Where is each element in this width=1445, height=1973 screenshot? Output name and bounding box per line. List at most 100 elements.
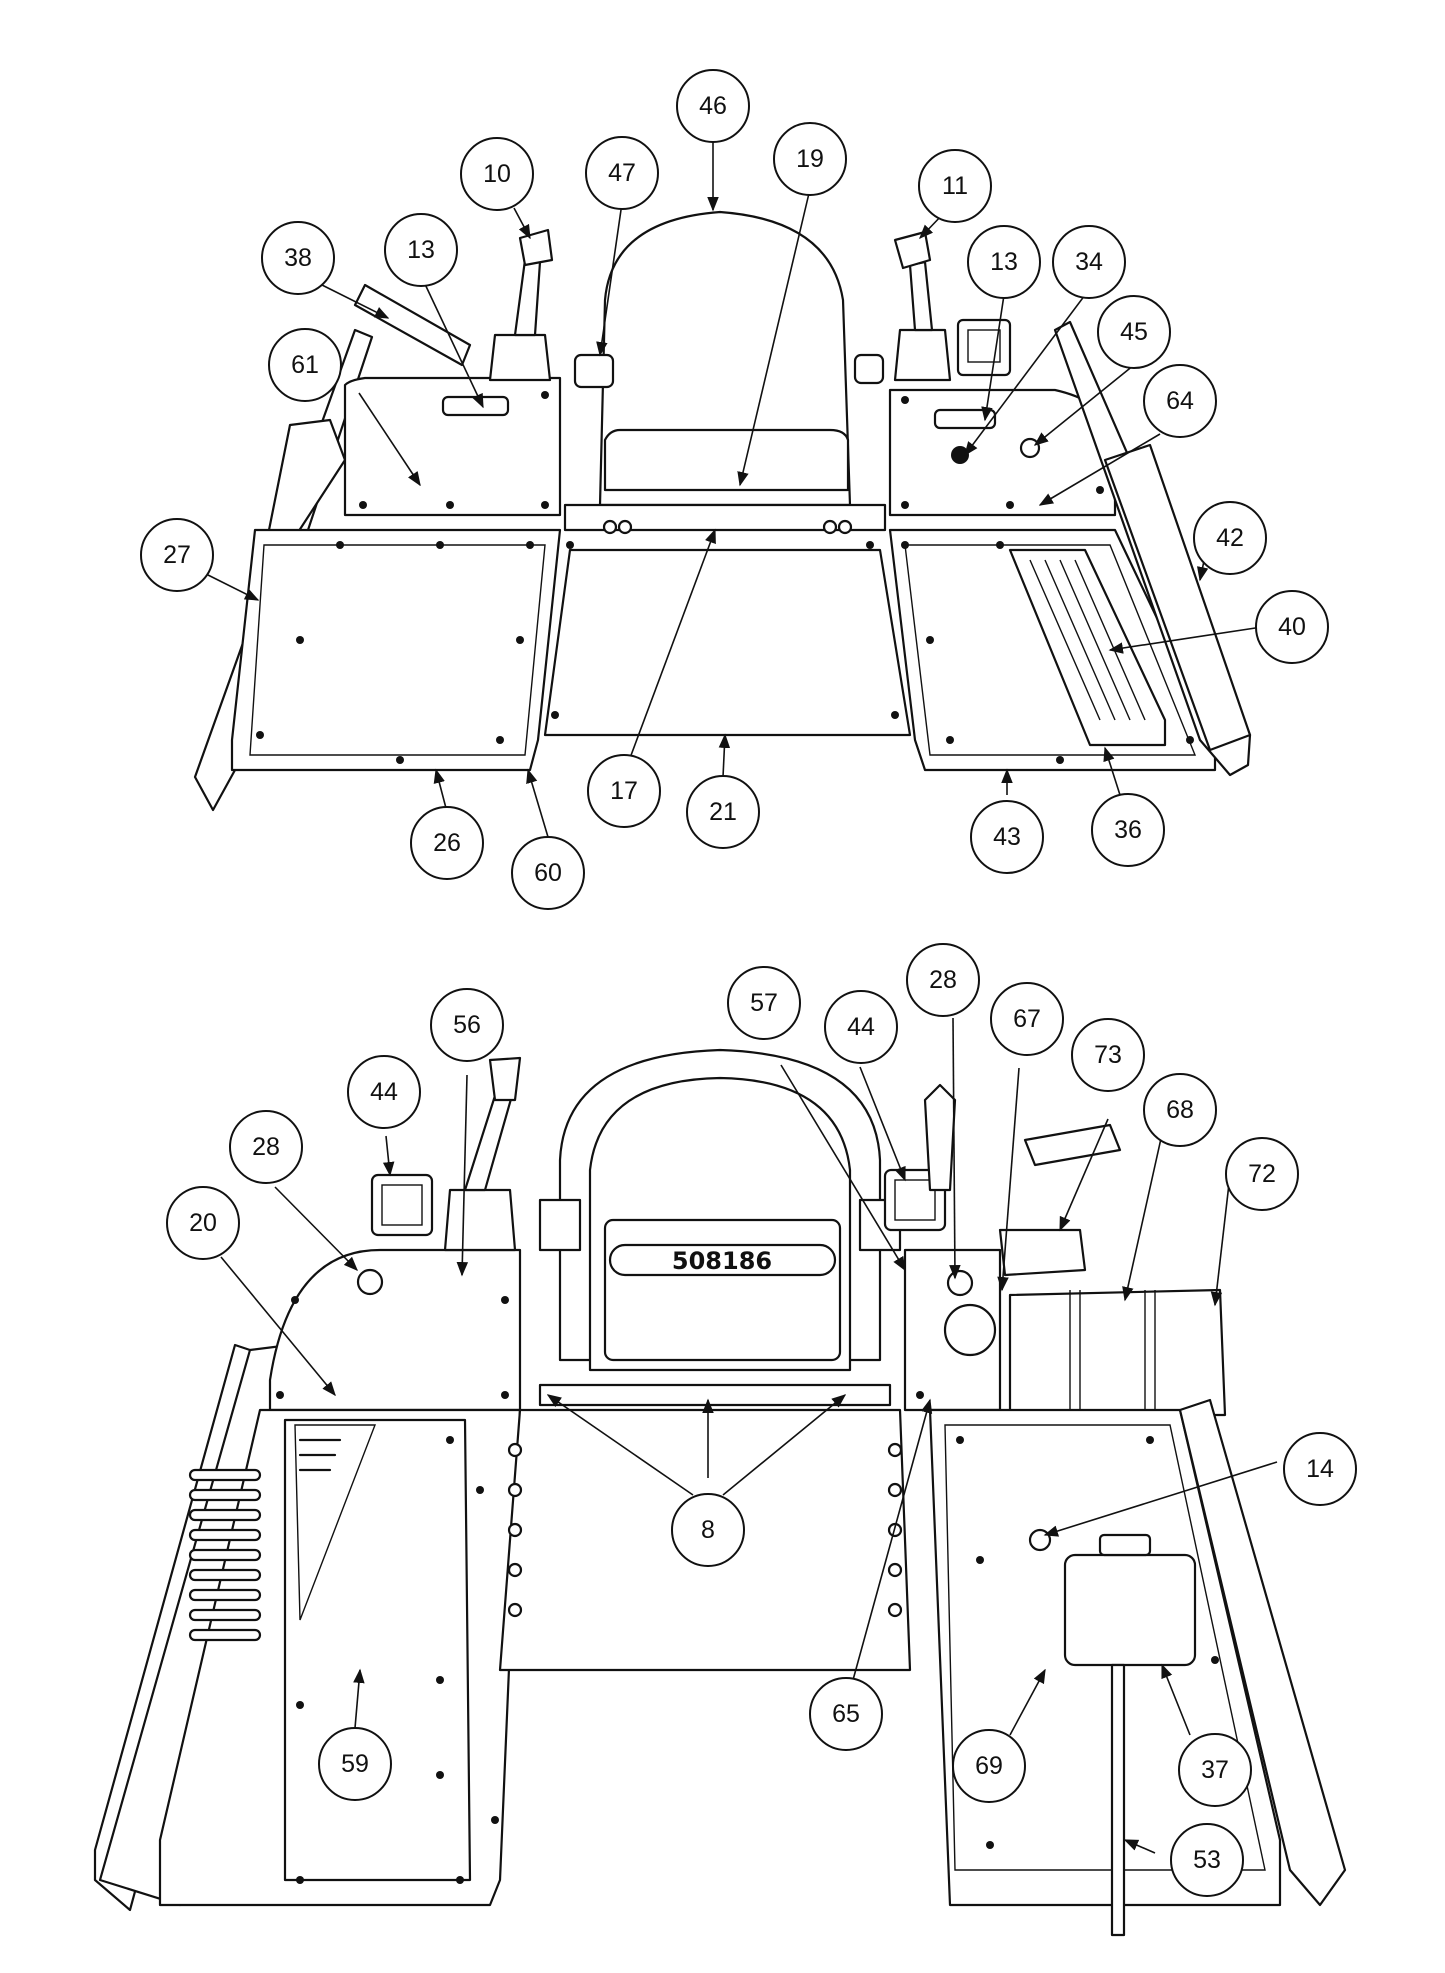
- callout-60: 60: [511, 836, 585, 910]
- right-switch: [1019, 437, 1041, 459]
- svg-text:26: 26: [433, 829, 461, 857]
- right-lever-b: [1023, 1123, 1122, 1167]
- callout-44-right: 44: [824, 990, 898, 1064]
- overflow-hose: [1110, 1663, 1126, 1937]
- svg-text:20: 20: [189, 1209, 217, 1237]
- left-display: [370, 1173, 434, 1237]
- svg-text:69: 69: [975, 1752, 1003, 1780]
- svg-text:68: 68: [1166, 1096, 1194, 1124]
- left-joystick-handle-b: [488, 1056, 522, 1102]
- callout-17: 17: [587, 754, 661, 828]
- right-control-panel: [888, 388, 1117, 517]
- callout-27: 27: [140, 518, 214, 592]
- left-joystick-stem: [513, 258, 542, 337]
- callout-44-left: 44: [347, 1055, 421, 1129]
- left-joystick-handle: [518, 228, 554, 267]
- seat-rail-b: [538, 1383, 892, 1407]
- svg-text:11: 11: [942, 172, 968, 200]
- callout-28-right: 28: [906, 943, 980, 1017]
- left-gauge: [356, 1268, 384, 1296]
- right-joystick-stem: [908, 260, 934, 332]
- svg-text:13: 13: [990, 248, 1018, 276]
- bottom-view-assembly: 508186: [93, 1048, 1347, 1937]
- right-fender-b: [1178, 1398, 1347, 1907]
- svg-text:28: 28: [252, 1133, 280, 1161]
- svg-text:64: 64: [1166, 387, 1194, 415]
- right-joystick-boot: [893, 328, 952, 382]
- svg-text:45: 45: [1120, 318, 1148, 346]
- callout-40: 40: [1255, 590, 1329, 664]
- svg-text:59: 59: [341, 1750, 369, 1778]
- right-armrest: [853, 353, 885, 385]
- svg-text:44: 44: [370, 1078, 398, 1106]
- callout-67: 67: [990, 982, 1064, 1056]
- svg-text:28: 28: [929, 966, 957, 994]
- svg-text:67: 67: [1013, 1005, 1041, 1033]
- svg-text:57: 57: [750, 989, 778, 1017]
- right-side-panel: [1103, 443, 1252, 752]
- right-joystick-handle: [893, 230, 932, 270]
- callout-34: 34: [1052, 225, 1126, 299]
- callout-20: 20: [166, 1186, 240, 1260]
- svg-text:60: 60: [534, 859, 562, 887]
- callout-13-right: 13: [967, 225, 1041, 299]
- callout-69: 69: [952, 1729, 1026, 1803]
- left-grille: [188, 1424, 377, 1642]
- svg-text:56: 56: [453, 1011, 481, 1039]
- callout-47: 47: [585, 136, 659, 210]
- svg-text:65: 65: [832, 1700, 860, 1728]
- svg-text:42: 42: [1216, 524, 1244, 552]
- callout-21: 21: [686, 775, 760, 849]
- callout-36: 36: [1091, 793, 1165, 867]
- seat-stamp-panel: [608, 1243, 837, 1277]
- svg-text:8: 8: [701, 1516, 715, 1544]
- svg-text:40: 40: [1278, 613, 1306, 641]
- left-lever: [353, 283, 472, 367]
- callout-13-left: 13: [384, 213, 458, 287]
- center-floor-holes: [507, 1442, 903, 1618]
- svg-text:72: 72: [1248, 1160, 1276, 1188]
- leader-lines: [207, 136, 1278, 1854]
- svg-text:36: 36: [1114, 816, 1142, 844]
- air-intake: [998, 1228, 1087, 1277]
- right-port: [1028, 1528, 1052, 1552]
- svg-text:27: 27: [163, 541, 191, 569]
- svg-text:73: 73: [1094, 1041, 1122, 1069]
- left-seat-bracket: [538, 1198, 582, 1252]
- callout-14: 14: [1283, 1432, 1357, 1506]
- air-cleaner-body: [1008, 1288, 1227, 1417]
- right-gauge: [946, 1269, 974, 1297]
- callout-61: 61: [268, 328, 342, 402]
- callouts: 46 19 47 10 11 13 13 38 34 45 61 64 27 4…: [140, 69, 1357, 1897]
- callout-72: 72: [1225, 1137, 1299, 1211]
- svg-text:21: 21: [709, 798, 737, 826]
- svg-text:37: 37: [1201, 1756, 1229, 1784]
- seat-cushion-b: [603, 1218, 842, 1362]
- callout-43: 43: [970, 800, 1044, 874]
- right-joystick-b: [923, 1083, 957, 1192]
- callout-64: 64: [1143, 364, 1217, 438]
- svg-text:46: 46: [699, 92, 727, 120]
- svg-text:44: 44: [847, 1013, 875, 1041]
- svg-text:43: 43: [993, 823, 1021, 851]
- right-floor-inner: [904, 544, 1197, 756]
- left-upper-panel: [268, 1248, 522, 1412]
- coolant-reservoir: [1063, 1553, 1197, 1667]
- svg-text:61: 61: [291, 351, 319, 379]
- callout-26: 26: [410, 806, 484, 880]
- left-armrest: [573, 353, 615, 389]
- seat-part-number: 508186: [672, 1247, 772, 1275]
- callout-28-left: 28: [229, 1110, 303, 1184]
- callout-42: 42: [1193, 501, 1267, 575]
- seat-cushion: [603, 428, 850, 492]
- svg-text:34: 34: [1075, 248, 1103, 276]
- callout-8: 8: [671, 1493, 745, 1567]
- left-joystick-boot: [488, 333, 552, 382]
- callout-19: 19: [773, 122, 847, 196]
- left-access-panel: [283, 1418, 472, 1882]
- left-floor-panel: [230, 528, 562, 772]
- left-floor-inner: [249, 544, 546, 756]
- svg-text:53: 53: [1193, 1846, 1221, 1874]
- callout-46: 46: [676, 69, 750, 143]
